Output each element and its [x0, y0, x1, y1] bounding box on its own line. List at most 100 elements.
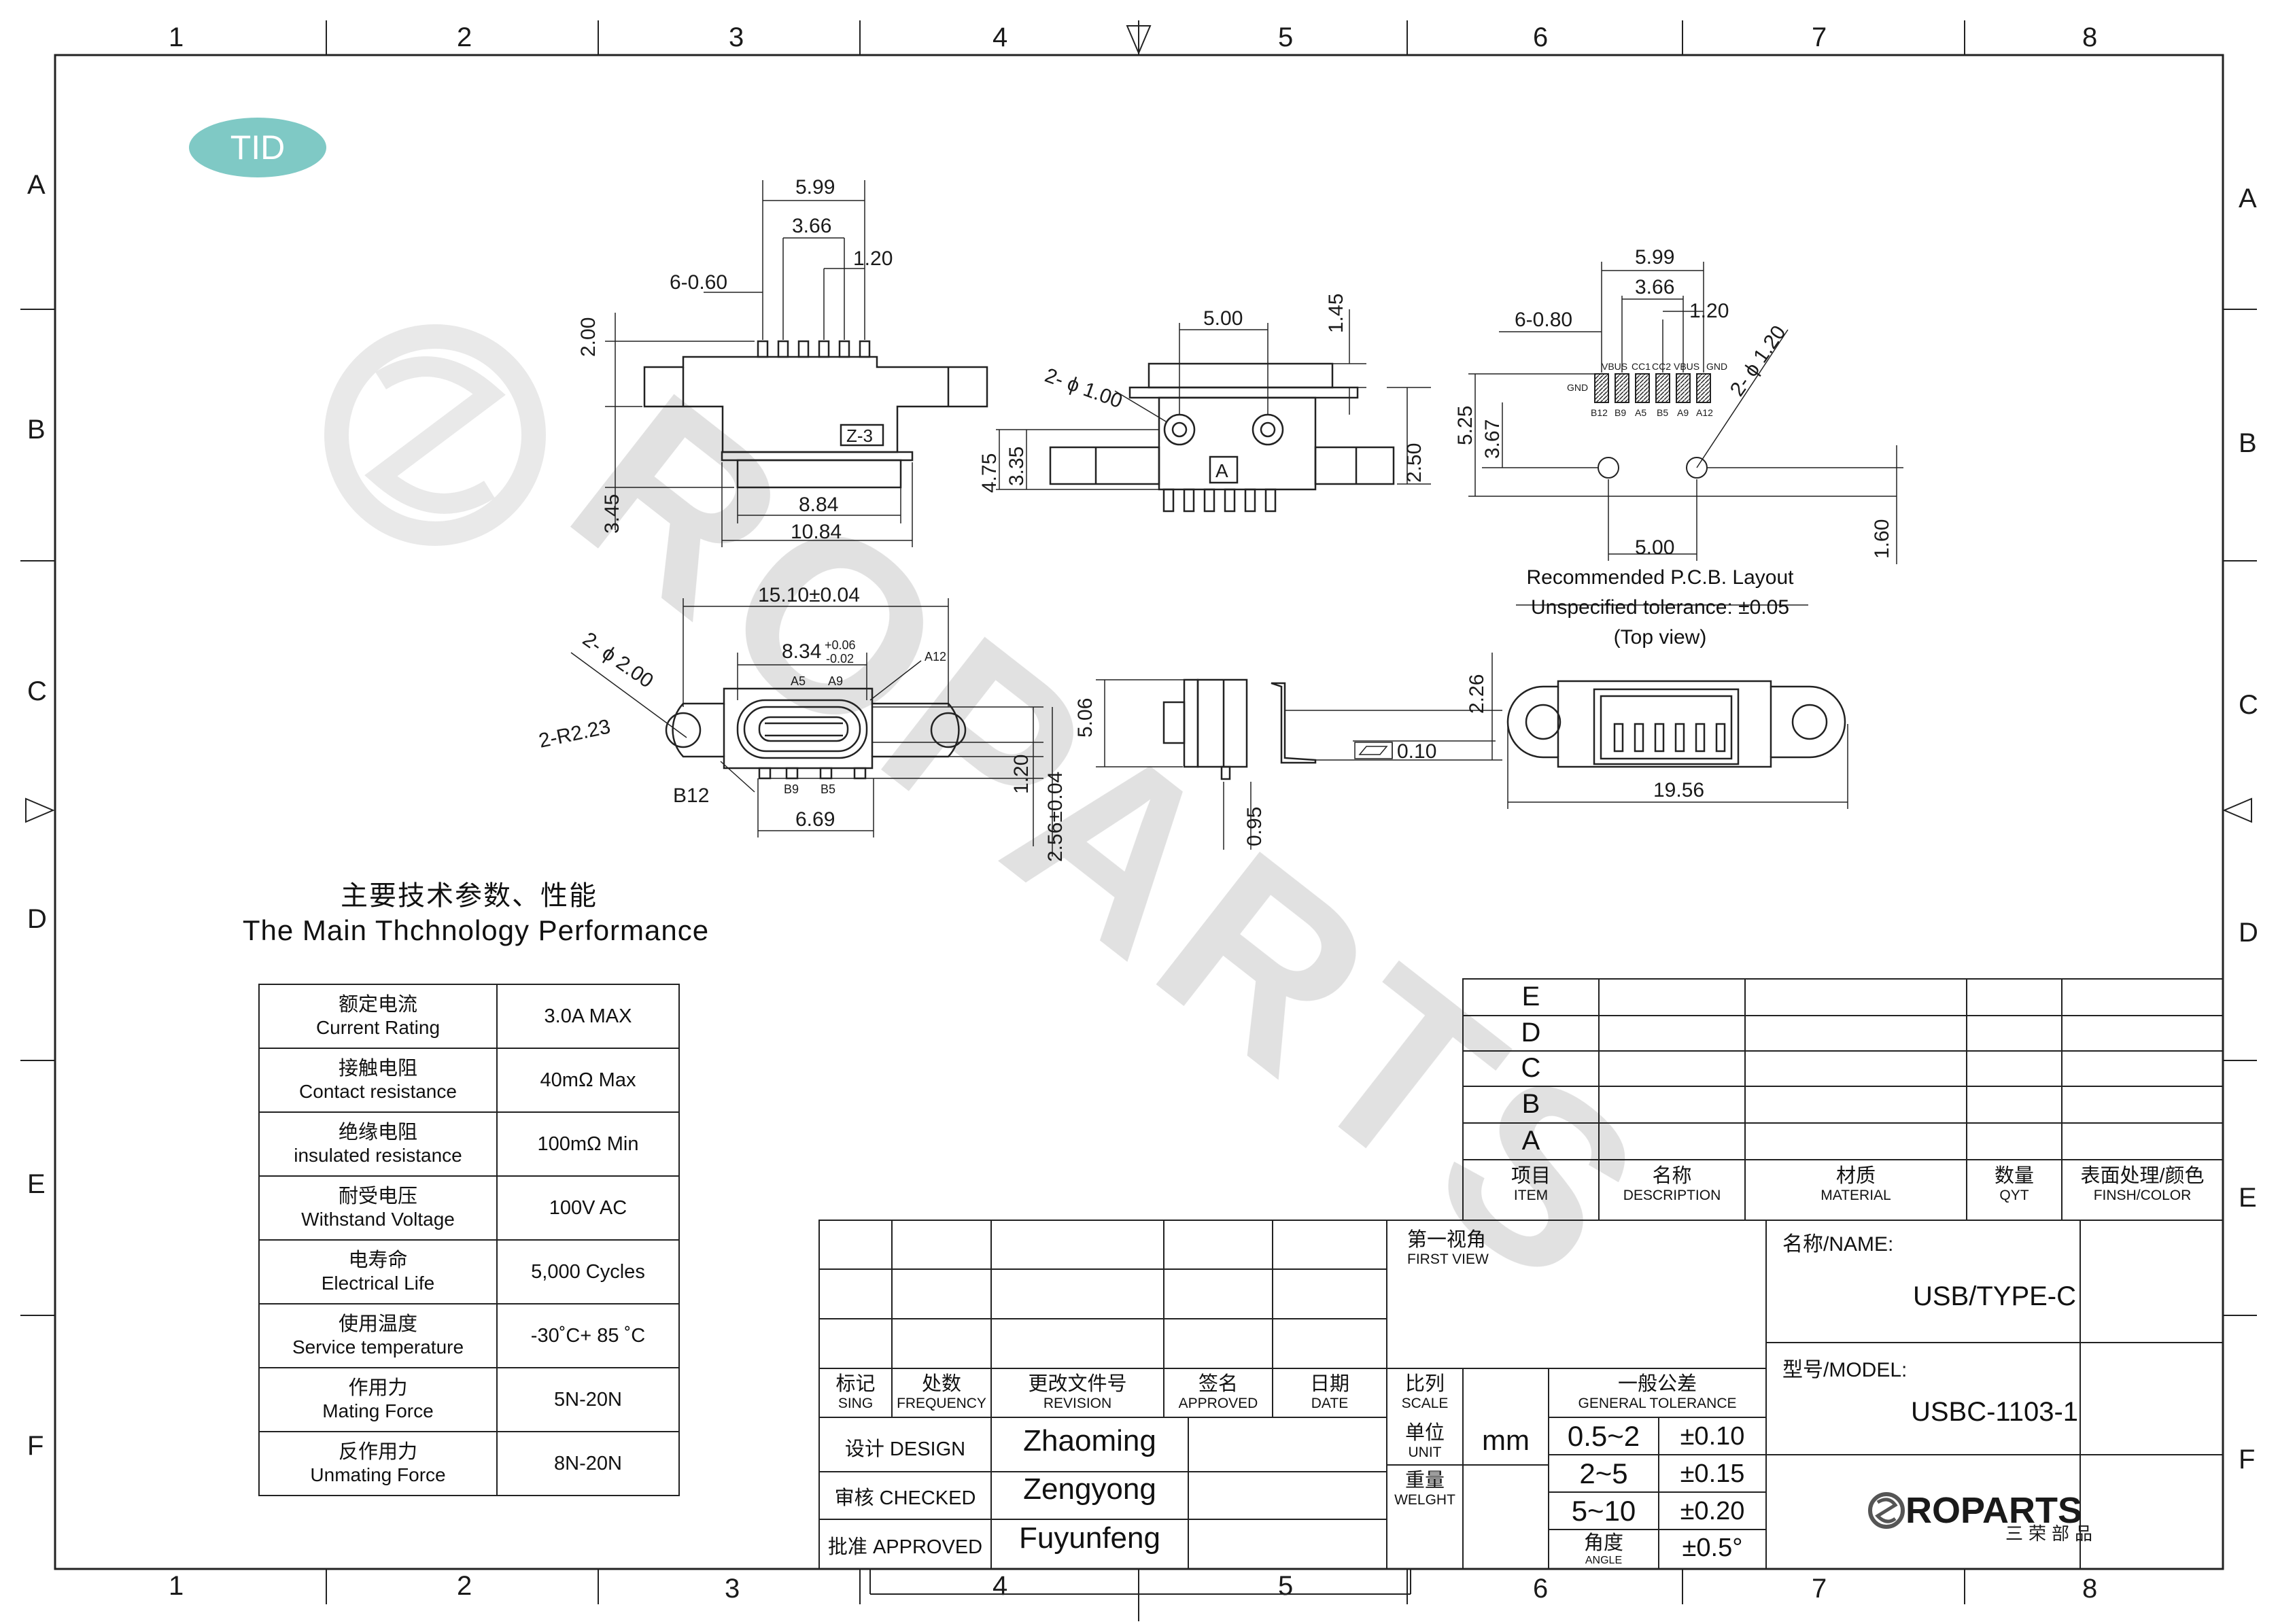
perf-value: 3.0A MAX	[496, 984, 680, 1049]
dim-6-69: 6.69	[795, 808, 835, 831]
pin-label-b9: B9	[1615, 407, 1626, 418]
pin-label-vbus-1: VBUS	[1602, 361, 1627, 372]
first-view-en: FIRST VIEW	[1407, 1251, 1489, 1268]
checked-label: 审核 CHECKED	[834, 1487, 976, 1509]
bom-header-material-cn: 材质	[1835, 1165, 1876, 1187]
rev-header-date-cn: 日期	[1309, 1373, 1349, 1395]
bom-header-qty-cn: 数量	[1994, 1165, 2034, 1187]
bom-header-qty-en: QYT	[1999, 1188, 2029, 1204]
model-value: USBC-1103-1	[1910, 1397, 2079, 1427]
design-label: 设计 DESIGN	[844, 1438, 966, 1460]
pcb-pads	[1594, 373, 1711, 403]
dim-19-56: 19.56	[1653, 779, 1704, 801]
rec-pin-a5: A5	[791, 674, 806, 688]
bom-row-c: C	[1521, 1053, 1541, 1083]
row-label-right-f: F	[2239, 1445, 2255, 1474]
bom-header-finish-en: FINSH/COLOR	[2093, 1188, 2192, 1204]
dim-0-10: 0.10	[1397, 740, 1436, 763]
rec-pin-a12: A12	[925, 650, 946, 663]
rec-pin-a9: A9	[828, 674, 843, 688]
row-label-left-e: E	[27, 1169, 46, 1199]
dim-3-66-top: 3.66	[792, 215, 831, 237]
dim-2-phi-1-20: 2- ϕ 1.20	[1726, 322, 1791, 400]
col-label-top-7: 7	[1812, 22, 1827, 52]
dim-3-35: 3.35	[1005, 447, 1028, 486]
side-dims: 5.06 2.26 0.10 0.95	[1074, 674, 1488, 846]
angle-en: ANGLE	[1585, 1555, 1623, 1567]
pcb-layout	[1468, 262, 1903, 606]
row-label-right-a: A	[2239, 184, 2257, 213]
rev-header-sing-en: SING	[838, 1396, 874, 1412]
row-label-right-d: D	[2239, 918, 2258, 948]
dim-5-06: 5.06	[1074, 698, 1097, 738]
angle-value: ±0.5°	[1682, 1534, 1743, 1562]
dim-5-25: 5.25	[1454, 406, 1477, 445]
bom-header-item-en: ITEM	[1513, 1188, 1549, 1204]
dim-2-26: 2.26	[1466, 674, 1488, 714]
back-view	[1506, 680, 1848, 809]
pin-label-cc1: CC1	[1632, 361, 1651, 372]
perf-param-en: Electrical Life	[321, 1272, 435, 1294]
tol-range-2: 2~5	[1579, 1457, 1628, 1489]
tol-value-3: ±0.20	[1680, 1497, 1745, 1525]
perf-param-cn: 耐受电压	[338, 1186, 417, 1208]
bom-header-description-en: DESCRIPTION	[1623, 1188, 1721, 1204]
logo-cn: 三荣部品	[2005, 1523, 2098, 1544]
pcb-note-view: (Top view)	[1613, 626, 1707, 649]
col-label-top-2: 2	[457, 22, 472, 52]
row-label-right-c: C	[2239, 690, 2258, 720]
col-label-bottom-7: 7	[1812, 1574, 1827, 1604]
perf-value: 40mΩ Max	[496, 1048, 680, 1113]
tol-range-3: 5~10	[1571, 1495, 1636, 1527]
frame-labels: 1 2 3 4 5 6 7 8 1 2 3 4 5 6 7 8 A B C D …	[27, 22, 2258, 1604]
approved-label: 批准 APPROVED	[827, 1536, 983, 1558]
dim-8-34-minus: -0.02	[826, 652, 854, 666]
col-label-top-1: 1	[169, 22, 184, 52]
scale-en: SCALE	[1401, 1396, 1449, 1412]
performance-title-en: The Main Thchnology Performance	[242, 914, 710, 946]
row-label-right-e: E	[2239, 1183, 2257, 1213]
name-label: 名称/NAME:	[1782, 1233, 1894, 1256]
rec-pin-b9: B9	[784, 782, 799, 796]
dim-1-60: 1.60	[1871, 519, 1893, 559]
pcb-dims: 5.99 3.66 1.20 6-0.80 2- ϕ 1.20 5.25 3.6…	[1454, 246, 1893, 559]
row-label-left-c: C	[27, 676, 47, 706]
dim-2-r2-23: 2-R2.23	[537, 715, 612, 752]
design-name: Zhaoming	[1023, 1424, 1156, 1457]
checked-name: Zengyong	[1023, 1472, 1156, 1506]
dim-1-20-pcb: 1.20	[1689, 300, 1729, 322]
pin-label-cc2: CC2	[1652, 361, 1671, 372]
perf-param-en: Service temperature	[292, 1336, 464, 1358]
revision-grid	[818, 1220, 2223, 1595]
dim-6-0-60: 6-0.60	[670, 271, 727, 294]
bom-grid	[1462, 978, 2224, 1221]
weight-en: WELGHT	[1394, 1492, 1455, 1508]
performance-title-cn: 主要技术参数、性能	[341, 881, 598, 911]
dim-3-45: 3.45	[601, 494, 623, 534]
perf-value: 5N-20N	[496, 1367, 680, 1432]
bom-header-finish-cn: 表面处理/颜色	[2080, 1165, 2205, 1187]
perf-param-en: Unmating Force	[310, 1464, 446, 1485]
perf-value: 100V AC	[496, 1175, 680, 1241]
perf-param-en: Mating Force	[322, 1400, 434, 1421]
pin-label-gnd-right: GND	[1706, 361, 1727, 372]
perf-param-cn: 绝缘电阻	[338, 1122, 417, 1144]
tol-value-2: ±0.15	[1680, 1459, 1745, 1488]
